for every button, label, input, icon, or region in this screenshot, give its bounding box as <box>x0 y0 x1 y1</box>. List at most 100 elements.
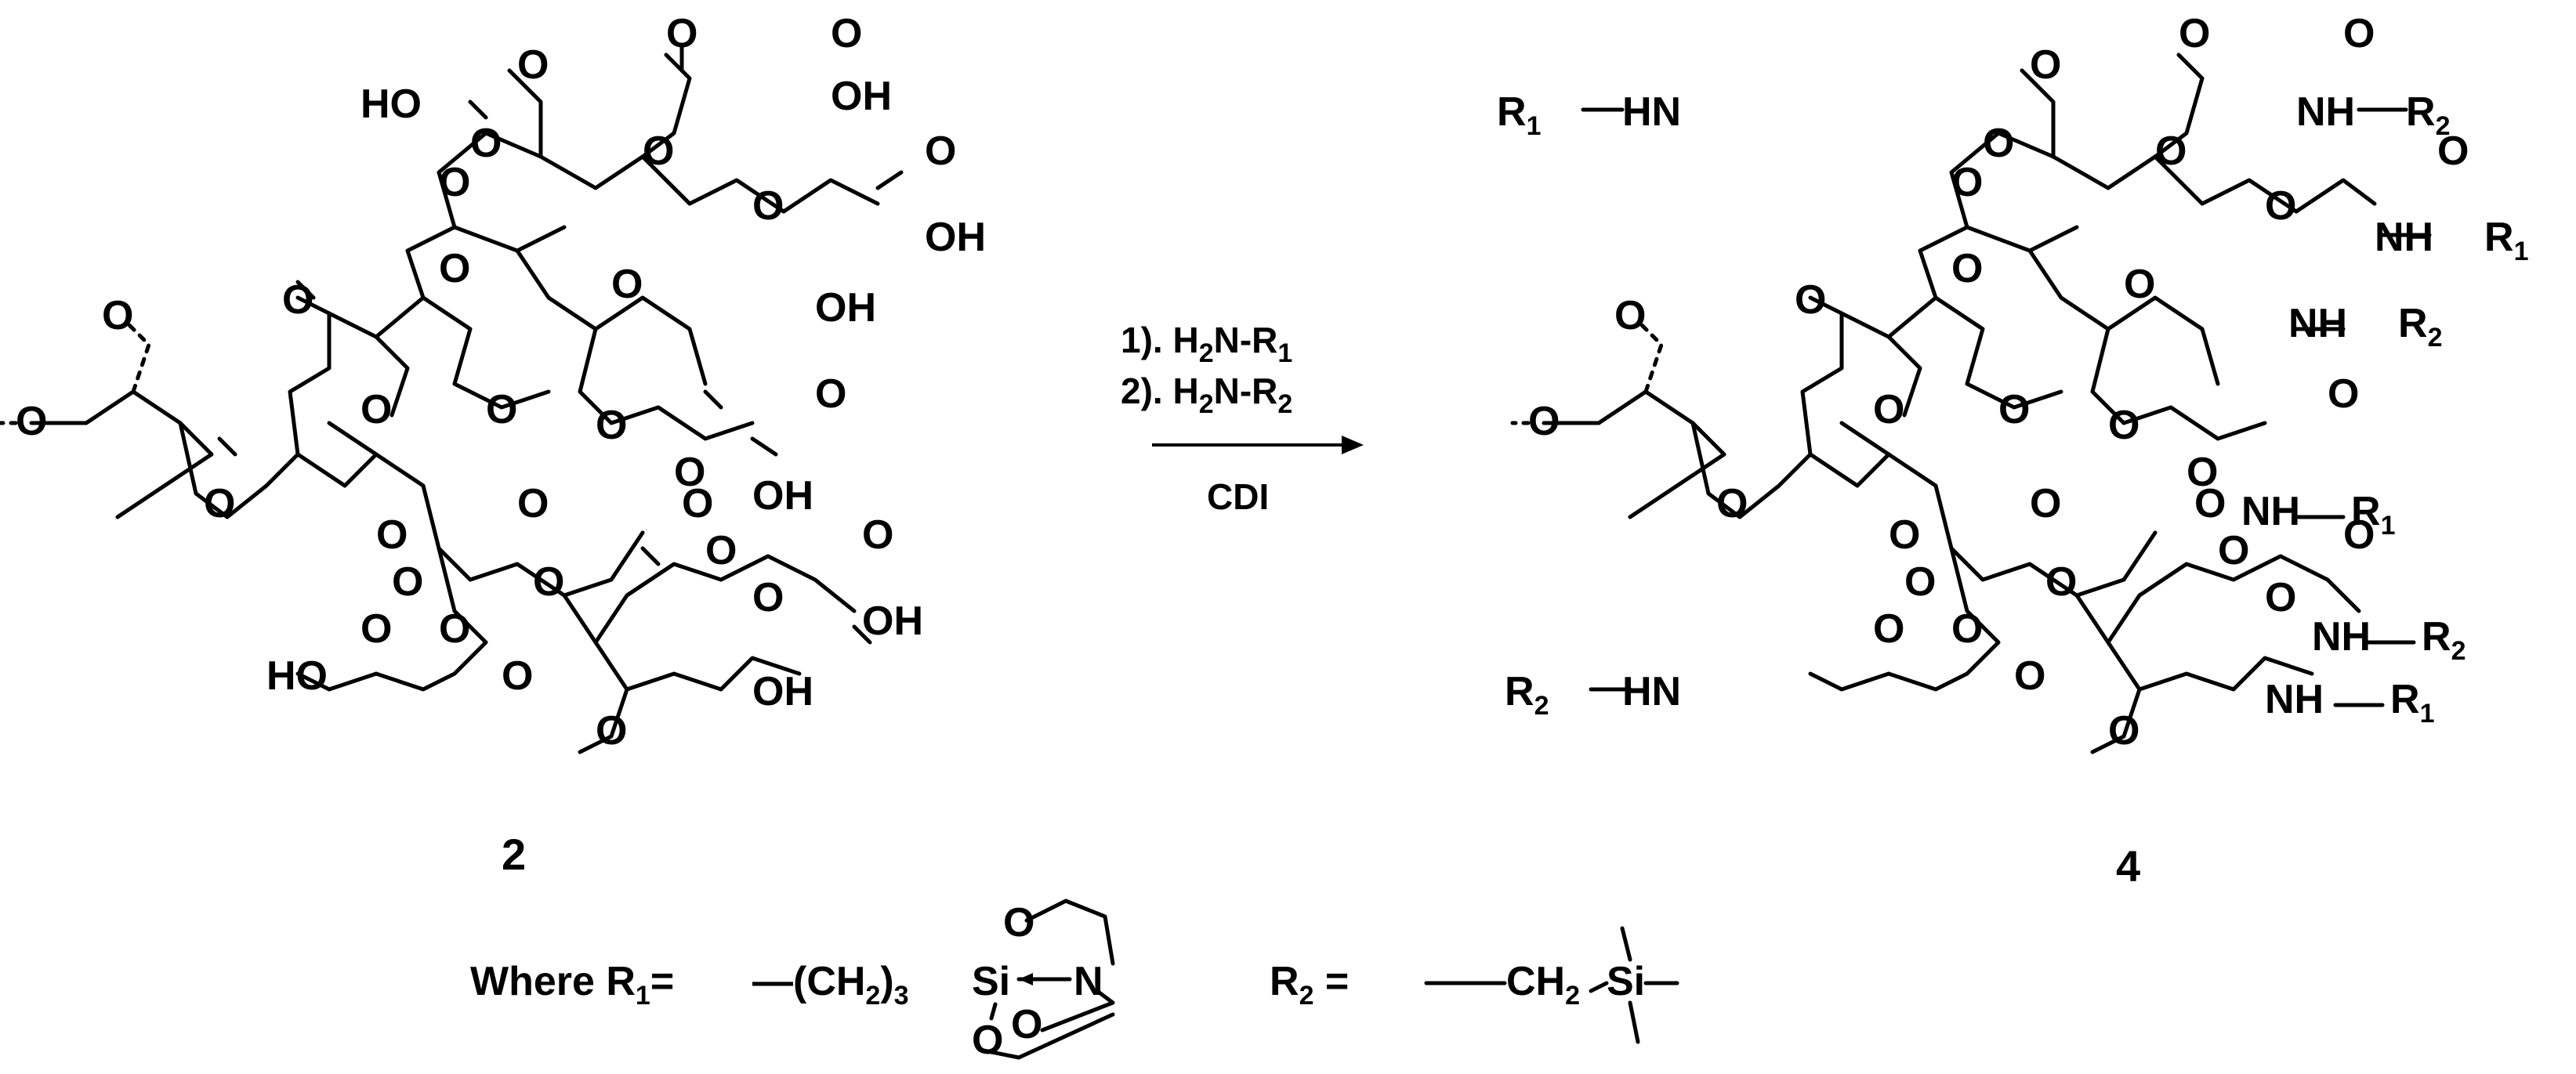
atom-label: OH <box>925 215 986 260</box>
atom-label: O <box>752 575 784 620</box>
silatrane-o-left: O <box>972 1018 1003 1063</box>
atom-label: O <box>2437 128 2469 174</box>
amide-r2: R2 <box>2398 301 2442 353</box>
atom-label: OH <box>831 74 892 119</box>
atom-label: O <box>439 606 470 652</box>
atom-label: O <box>815 371 846 417</box>
atom-label: O <box>533 559 564 605</box>
reactant-structure <box>0 45 904 754</box>
amide-nh: NH <box>2288 301 2347 346</box>
atom-label: OH <box>752 669 813 714</box>
amide-r1: R1 <box>2351 489 2395 541</box>
atom-label: O <box>643 128 674 174</box>
reactant-labels: O O O O O O O O HO O O O OH O OH O O O O… <box>16 11 986 754</box>
atom-label: O <box>2108 708 2139 754</box>
atom-label: O <box>1904 559 1936 605</box>
atom-label: O <box>2124 262 2155 307</box>
silatrane-si: Si <box>972 959 1010 1004</box>
atom-label: O <box>470 121 502 166</box>
atom-label: HO <box>360 81 422 127</box>
legend-r2: R2 = <box>1270 959 1349 1011</box>
atom-label: O <box>517 42 549 88</box>
amide-r2-bottom-left: R2 <box>1505 669 1549 721</box>
atom-label: OH <box>752 473 813 519</box>
atom-label: O <box>204 481 235 526</box>
product-labels: O O O O O O O O O O O O O O O O O O O O … <box>1497 11 2528 754</box>
amide-nh: NH <box>2312 614 2371 660</box>
atom-label: HO <box>266 653 328 699</box>
atom-label: O <box>925 128 956 174</box>
atom-label: O <box>282 277 313 323</box>
atom-label: O <box>1951 606 1983 652</box>
atom-label: O <box>486 387 517 432</box>
atom-label: OH <box>815 285 876 331</box>
legend: Where R1= —(CH2)3 Si N O O O R2 = CH2 Si <box>470 899 1679 1063</box>
atom-label: O <box>1998 387 2030 432</box>
condition-step-1: 1). H2N-R1 <box>1121 320 1292 368</box>
atom-label: O <box>102 293 133 338</box>
atom-label: O <box>517 481 549 526</box>
atom-label: O <box>376 512 408 558</box>
amide-r1: R1 <box>2484 215 2528 266</box>
amide-nh: NH <box>2375 215 2433 260</box>
atom-label: O <box>16 399 47 444</box>
atom-label: O <box>1889 512 1920 558</box>
silatrane-o-mid: O <box>1011 1002 1042 1047</box>
atom-label: O <box>1983 121 2014 166</box>
atom-label: O <box>1795 277 1826 323</box>
atom-label: O <box>360 606 392 652</box>
atom-label: O <box>2194 481 2226 526</box>
atom-label: O <box>2265 183 2296 229</box>
atom-label: O <box>360 387 392 432</box>
atom-label: O <box>502 653 533 699</box>
atom-label: O <box>752 183 784 229</box>
atom-label: O <box>2328 371 2359 417</box>
atom-label: O <box>2045 559 2077 605</box>
legend-where: Where R1= <box>470 959 674 1011</box>
atom-label: O <box>1873 606 1904 652</box>
atom-label: O <box>2108 403 2139 448</box>
atom-label: OH <box>862 598 923 644</box>
atom-label: O <box>2218 528 2249 573</box>
atom-label: O <box>666 11 697 56</box>
product-structure <box>1510 52 2432 754</box>
amide-hn: HN <box>1622 669 1681 714</box>
amide-nh: NH <box>2241 489 2300 534</box>
condition-step-2: 2). H2N-R2 <box>1121 371 1292 419</box>
atom-label: O <box>705 528 737 573</box>
amide-nh: NH <box>2265 677 2324 722</box>
atom-label: O <box>2343 512 2375 558</box>
atom-label: O <box>611 262 643 307</box>
product-label: 4 <box>2116 841 2140 891</box>
atom-label: O <box>2343 11 2375 56</box>
legend-r1-group: —(CH2)3 <box>752 959 909 1011</box>
atom-label: O <box>2014 653 2045 699</box>
atom-label: O <box>1716 481 1748 526</box>
atom-label: O <box>2030 481 2061 526</box>
amide-r1-top-left: R1 <box>1497 89 1541 141</box>
reagent-cdi: CDI <box>1207 476 1269 517</box>
amide-r2: R2 <box>2406 89 2450 141</box>
amide-nh: NH <box>2296 89 2355 135</box>
atom-label: O <box>1951 160 1983 205</box>
atom-label: O <box>596 403 627 448</box>
atom-label: O <box>1528 399 1560 444</box>
atom-label: O <box>2187 450 2218 495</box>
atom-label: O <box>392 559 423 605</box>
atom-label: O <box>439 160 470 205</box>
legend-r2-ch2: CH2 <box>1506 959 1580 1011</box>
silatrane-o-top: O <box>1003 900 1034 946</box>
reaction-arrow <box>1152 436 1364 454</box>
atom-label: O <box>2030 42 2061 88</box>
amide-r1: R1 <box>2390 677 2434 729</box>
atom-label: O <box>2179 11 2210 56</box>
atom-label: O <box>439 246 470 291</box>
atom-label: O <box>831 11 862 56</box>
atom-label: O <box>862 512 893 558</box>
atom-label: O <box>1873 387 1904 432</box>
silatrane-n: N <box>1074 959 1103 1004</box>
atom-label: O <box>682 481 713 526</box>
amide-hn: HN <box>1622 89 1681 135</box>
atom-label: O <box>674 450 705 495</box>
